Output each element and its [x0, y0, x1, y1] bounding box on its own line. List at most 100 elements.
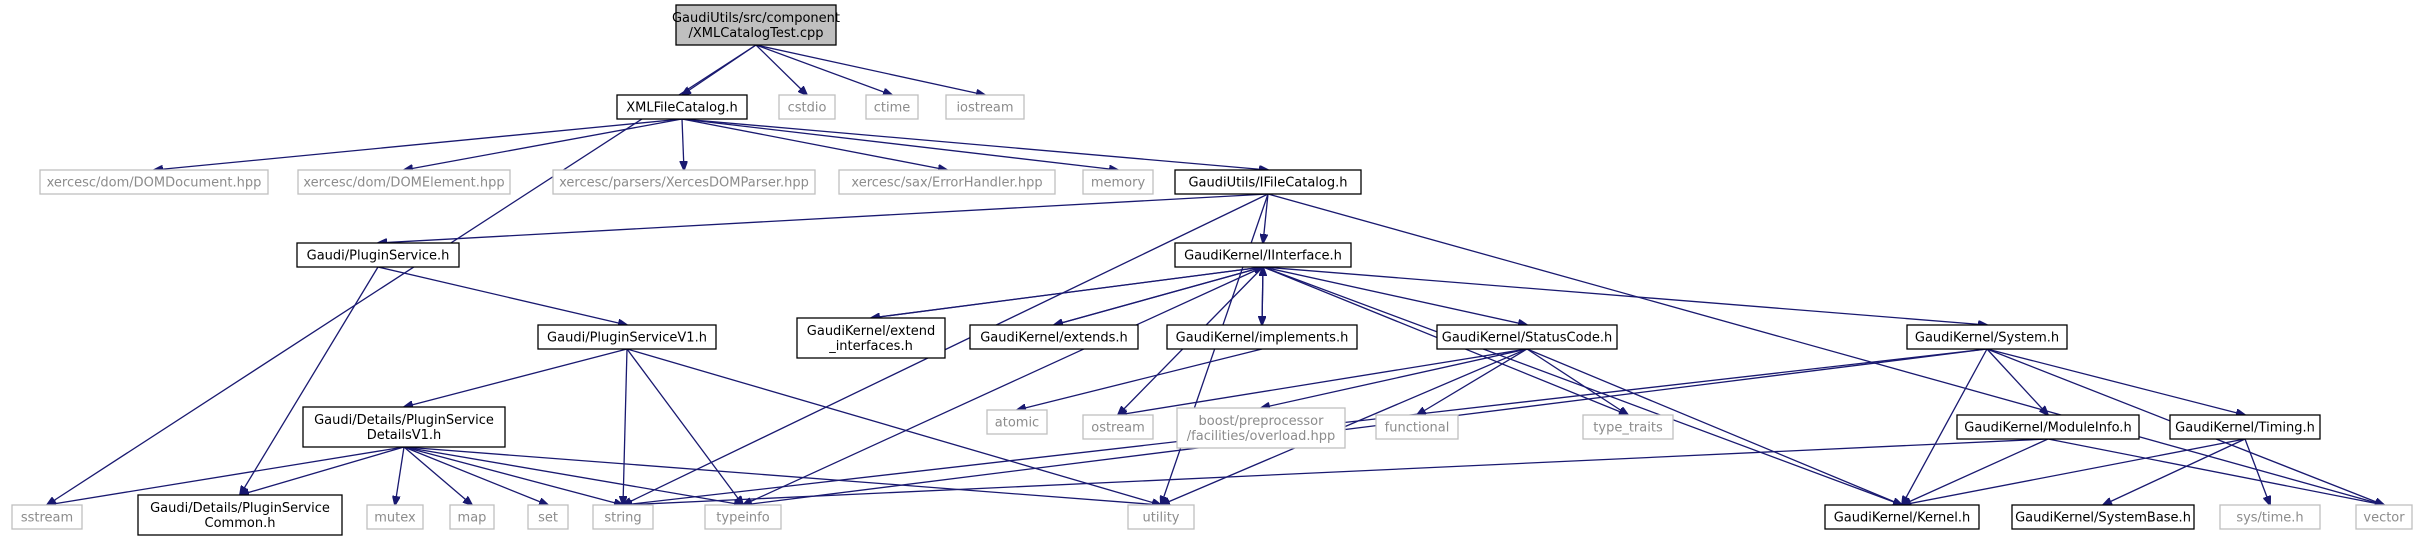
node-root[interactable]: GaudiUtils/src/component/XMLCatalogTest.…: [672, 4, 840, 46]
edge-extends-to-iiface: [1053, 267, 1263, 326]
node-timing[interactable]: GaudiKernel/Timing.h: [2169, 414, 2321, 440]
node-label: GaudiKernel/System.h: [1915, 331, 2059, 346]
node-label: utility: [1143, 511, 1180, 526]
edge-modinfo-to-kernel: [1902, 438, 2049, 505]
node-box: [986, 409, 1048, 435]
node-box: [2011, 504, 2195, 530]
edge-impl-to-atomic: [1017, 348, 1263, 410]
node-label: GaudiKernel/SystemBase.h: [2015, 511, 2191, 526]
node-box: [1082, 169, 1154, 195]
node-label: _interfaces.h: [828, 339, 913, 354]
node-label: memory: [1091, 176, 1146, 191]
node-ifc[interactable]: GaudiUtils/IFileCatalog.h: [1174, 169, 1362, 195]
node-label: Gaudi/Details/PluginService: [150, 501, 330, 516]
node-label: GaudiKernel/extend: [807, 324, 935, 339]
node-box: [592, 504, 654, 530]
node-utility: utility: [1127, 504, 1195, 530]
edge-plugsvc-to-common: [240, 266, 379, 495]
node-box: [2219, 504, 2321, 530]
node-box: [838, 169, 1056, 195]
node-extends[interactable]: GaudiKernel/extends.h: [969, 324, 1139, 350]
node-label: atomic: [995, 416, 1039, 431]
node-box: [366, 504, 424, 530]
edge-root-to-cstdio: [755, 44, 807, 95]
node-label: GaudiKernel/StatusCode.h: [1442, 331, 1612, 346]
node-box: [302, 406, 506, 448]
node-system[interactable]: GaudiKernel/System.h: [1906, 324, 2068, 350]
node-cstdio: cstdio: [778, 94, 836, 120]
node-box: [704, 504, 782, 530]
edge-details-to-typeinfo: [403, 446, 743, 505]
node-box: [2169, 414, 2321, 440]
edge-xmlfc-to-domdoc: [154, 118, 683, 170]
edge-details-to-common: [240, 446, 405, 495]
edge-status-to-functional: [1417, 348, 1528, 415]
node-label: xercesc/sax/ErrorHandler.hpp: [851, 176, 1042, 191]
node-box: [945, 94, 1025, 120]
node-impl[interactable]: GaudiKernel/implements.h: [1166, 324, 1358, 350]
edge-system-to-typeinfo: [743, 348, 1988, 505]
node-iiface[interactable]: GaudiKernel/IInterface.h: [1174, 242, 1352, 268]
node-label: map: [458, 511, 487, 526]
edge-iiface-to-status: [1262, 266, 1527, 325]
edge-status-to-ostream: [1118, 348, 1528, 415]
edge-plugv1-to-typeinfo: [626, 348, 743, 505]
node-label: GaudiKernel/ModuleInfo.h: [1964, 421, 2131, 436]
edge-plugv1-to-string: [623, 348, 628, 505]
edge-xmlfc-to-memory: [681, 118, 1118, 170]
node-label: boost/preprocessor: [1199, 414, 1325, 429]
node-box: [137, 494, 343, 536]
node-label: mutex: [374, 511, 416, 526]
node-label: GaudiUtils/src/component: [672, 11, 840, 26]
node-box: [1174, 169, 1362, 195]
node-label: Common.h: [205, 516, 276, 531]
node-label: sys/time.h: [2236, 511, 2303, 526]
node-label: GaudiKernel/implements.h: [1176, 331, 1349, 346]
edge-details-to-string: [403, 446, 623, 505]
node-box: [537, 324, 717, 350]
node-label: typeinfo: [716, 511, 769, 526]
edge-root-to-sstream: [47, 44, 757, 505]
node-box: [2355, 504, 2413, 530]
node-plugsvc[interactable]: Gaudi/PluginService.h: [296, 242, 460, 268]
edge-modinfo-to-vector: [2047, 438, 2384, 505]
node-label: GaudiKernel/IInterface.h: [1184, 249, 1342, 264]
node-box: [796, 317, 946, 359]
node-extif[interactable]: GaudiKernel/extend_interfaces.h: [796, 317, 946, 359]
node-modinfo[interactable]: GaudiKernel/ModuleInfo.h: [1956, 414, 2140, 440]
node-typetraits: type_traits: [1582, 414, 1674, 440]
node-label: DetailsV1.h: [367, 428, 442, 443]
node-box: [11, 504, 83, 530]
node-plugv1[interactable]: Gaudi/PluginServiceV1.h: [537, 324, 717, 350]
nodes-layer: GaudiUtils/src/component/XMLCatalogTest.…: [11, 4, 2413, 536]
node-box: [449, 504, 495, 530]
edge-status-to-typetraits: [1526, 348, 1628, 415]
edge-extif-to-iiface: [870, 267, 1263, 319]
node-label: iostream: [956, 101, 1013, 116]
node-xmlfc[interactable]: XMLFileCatalog.h: [616, 94, 748, 120]
node-label: GaudiKernel/Timing.h: [2175, 421, 2315, 436]
edge-timing-to-sysbase: [2103, 438, 2246, 505]
node-errh: xercesc/sax/ErrorHandler.hpp: [838, 169, 1056, 195]
node-label: sstream: [21, 511, 73, 526]
node-box: [1956, 414, 2140, 440]
node-sysbase[interactable]: GaudiKernel/SystemBase.h: [2011, 504, 2195, 530]
node-label: GaudiKernel/extends.h: [980, 331, 1128, 346]
node-box: [1176, 407, 1346, 449]
node-label: GaudiUtils/IFileCatalog.h: [1188, 176, 1347, 191]
edge-iiface-to-typeinfo: [743, 266, 1264, 505]
node-kernel[interactable]: GaudiKernel/Kernel.h: [1824, 504, 1980, 530]
node-label: Gaudi/Details/PluginService: [314, 413, 494, 428]
edge-xmlfc-to-ifc: [681, 118, 1268, 170]
node-box: [865, 94, 919, 120]
edge-details-to-mutex: [395, 446, 405, 505]
node-status[interactable]: GaudiKernel/StatusCode.h: [1436, 324, 1618, 350]
edge-status-to-overload: [1261, 348, 1528, 408]
node-label: ostream: [1091, 421, 1145, 436]
node-box: [1174, 242, 1352, 268]
edge-details-to-set: [403, 446, 548, 505]
edge-ifc-to-plugsvc: [378, 193, 1269, 243]
